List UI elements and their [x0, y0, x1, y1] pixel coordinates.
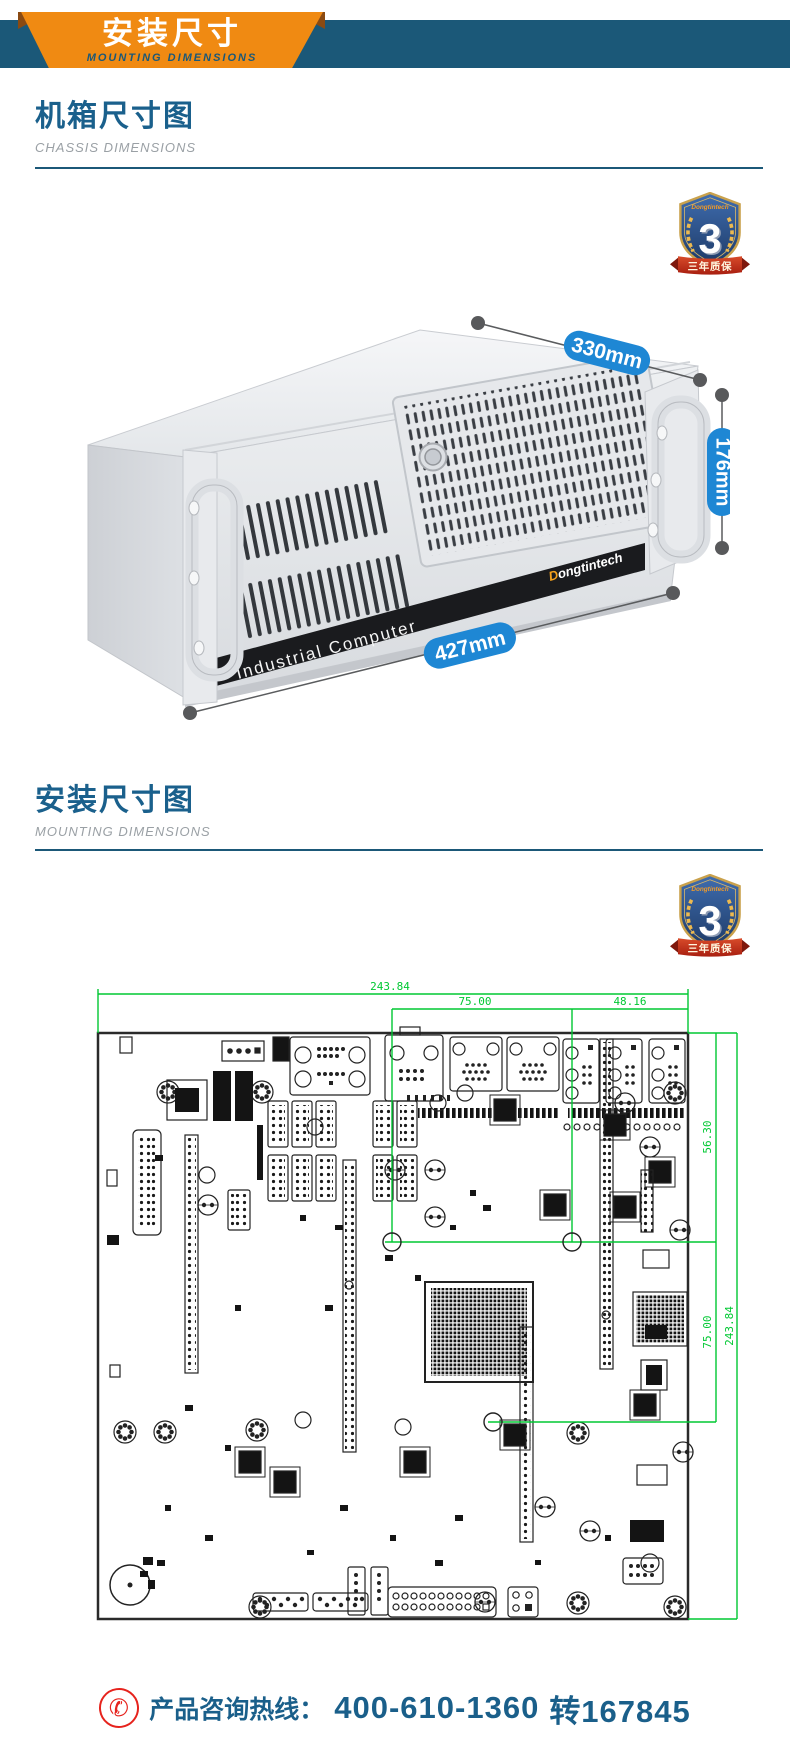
brand-logo-initial: D [547, 567, 561, 584]
board-dim-top-right: 48.16 [613, 995, 646, 1008]
badge-laurel-left [686, 216, 695, 253]
chassis-left-face [87, 444, 186, 699]
badge-brand: Dongtintech [691, 886, 728, 893]
phone-icon: ✆ [96, 1685, 142, 1731]
board-dim-right-total: 243.84 [723, 1306, 736, 1346]
hotline-phone: 400-610-1360 [334, 1690, 540, 1725]
board-dimensions [97, 989, 738, 1620]
badge-ribbon [678, 938, 742, 957]
hotline-label: 产品咨询热线： [149, 1696, 325, 1724]
badge-number-shadow: 3 [700, 899, 723, 946]
badge-ribbon-label: 三年质保 [688, 260, 733, 273]
section-mounting-title: 安装尺寸图 [35, 784, 195, 817]
hotline-extension: 转167845 [549, 1693, 691, 1729]
badge-number-shadow: 3 [700, 217, 723, 264]
badge-brand: Dongtintech [691, 204, 728, 211]
banner-title: 安装尺寸 [102, 15, 242, 51]
ear-hole [193, 640, 205, 656]
board-dim-top-left: 75.00 [458, 995, 491, 1008]
section-chassis-divider [35, 167, 763, 169]
badge-laurel-right [725, 898, 734, 935]
board-dim-top-total: 243.84 [370, 980, 410, 993]
section-mounting-heading: 安装尺寸图 MOUNTING DIMENSIONS [35, 784, 211, 839]
mesh-door [391, 353, 676, 568]
footer-hotline: ✆ 产品咨询热线： 400-610-1360 转167845 [0, 1682, 790, 1734]
door-lock-core [424, 448, 442, 466]
ear-hole [650, 472, 662, 488]
chassis-figure: Industrial Computer Dongtintech [70, 290, 737, 735]
dim-176-label: 176mm [712, 438, 730, 507]
dip-blocks [267, 1100, 418, 1202]
section-chassis-title: 机箱尺寸图 [35, 100, 195, 133]
board-components [106, 1026, 694, 1619]
dim-330: 330mm [471, 316, 707, 387]
section-mounting-divider [35, 849, 763, 851]
badge-number: 3 [698, 897, 721, 944]
warranty-badge: Dongtintech 3 3 三年质保 [670, 191, 750, 282]
badge-laurel-left [686, 898, 695, 935]
ear-hole [647, 522, 659, 538]
banner-subtitle: MOUNTING DIMENSIONS [86, 51, 258, 64]
badge-ribbon-label: 三年质保 [688, 942, 733, 955]
badge-number: 3 [698, 215, 721, 262]
ear-hole [188, 570, 200, 586]
banner-ribbon: 安装尺寸 MOUNTING DIMENSIONS [21, 12, 323, 68]
badge-ribbon-wing-right [742, 939, 750, 953]
section-chassis-heading: 机箱尺寸图 CHASSIS DIMENSIONS [35, 100, 196, 155]
ear-hole [188, 500, 200, 516]
section-chassis-subtitle: CHASSIS DIMENSIONS [35, 140, 197, 155]
chassis-drawing: Industrial Computer Dongtintech [87, 316, 737, 720]
board-figure: 243.84 75.00 48.16 56.30 75.00 243.84 [85, 975, 745, 1640]
cpu-socket [424, 1281, 534, 1383]
badge-ribbon [678, 256, 742, 275]
badge-laurel-right [725, 216, 734, 253]
ear-hole [656, 425, 668, 441]
badge-ribbon-wing-right [742, 257, 750, 271]
board-dim-right-mid: 75.00 [701, 1315, 714, 1348]
dim-176: 176mm [707, 388, 737, 555]
badge-ribbon-wing-left [670, 939, 678, 953]
board-dim-right-upper: 56.30 [701, 1120, 714, 1153]
front-brand-strip [216, 543, 645, 686]
warranty-badge: Dongtintech 3 3 三年质保 [670, 873, 750, 964]
section-mounting-subtitle: MOUNTING DIMENSIONS [35, 824, 211, 839]
front-vents-upper [232, 473, 390, 567]
warranty-badge-icon: Dongtintech 3 3 三年质保 [670, 191, 750, 275]
badge-ribbon-wing-left [670, 257, 678, 271]
board-drawing: 243.84 75.00 48.16 56.30 75.00 243.84 [96, 980, 738, 1621]
warranty-badge-icon: Dongtintech 3 3 三年质保 [670, 873, 750, 957]
